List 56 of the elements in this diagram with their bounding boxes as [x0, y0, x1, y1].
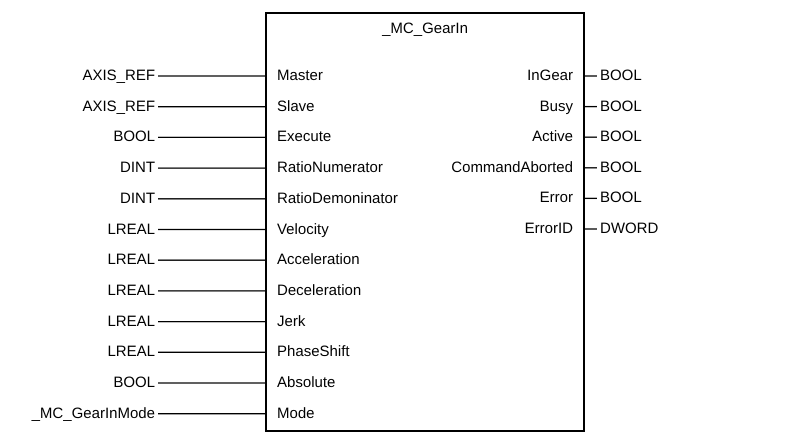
connector-line: [158, 228, 267, 230]
connector-line: [583, 136, 597, 138]
connector-line: [583, 198, 597, 200]
data-type-label: LREAL: [107, 249, 158, 272]
input-pin-label: Busy: [540, 96, 583, 118]
data-type-label: AXIS_REF: [82, 96, 158, 118]
connector-line: [158, 413, 267, 414]
connector-line: [158, 320, 267, 322]
connector-line: [583, 167, 597, 168]
input-pin-label: CommandAborted: [451, 156, 583, 179]
input-pin-label: ErrorID: [524, 218, 583, 240]
data-type-label: DWORD: [597, 218, 658, 240]
connector-line: [158, 75, 267, 77]
connector-line: [583, 75, 597, 77]
data-type-label: LREAL: [107, 218, 158, 240]
input-pin-label: Slave: [267, 96, 315, 118]
connector-line: [158, 167, 267, 169]
input-pin-label: RatioNumerator: [267, 157, 383, 180]
data-type-label: DINT: [120, 157, 158, 180]
connector-line: [158, 136, 267, 138]
data-type-label: LREAL: [107, 341, 158, 364]
function-block: [265, 12, 585, 432]
input-pin-label: Error: [540, 187, 583, 210]
input-pin-label: Active: [532, 126, 583, 148]
connector-line: [158, 290, 267, 292]
connector-line: [158, 260, 267, 261]
input-pin-label: Acceleration: [267, 249, 360, 272]
input-pin-label: RatioDemoninator: [267, 188, 398, 210]
data-type-label: BOOL: [597, 187, 642, 210]
data-type-label: BOOL: [113, 372, 158, 394]
connector-line: [158, 382, 267, 384]
data-type-label: AXIS_REF: [82, 65, 158, 87]
input-pin-label: Deceleration: [267, 280, 362, 302]
data-type-label: BOOL: [597, 65, 642, 87]
data-type-label: BOOL: [597, 156, 642, 179]
connector-line: [583, 228, 597, 230]
input-pin-label: Master: [267, 65, 323, 87]
data-type-label: LREAL: [107, 310, 158, 333]
block-title: _MC_GearIn: [380, 20, 469, 37]
data-type-label: BOOL: [597, 126, 642, 148]
connector-line: [158, 352, 267, 353]
data-type-label: DINT: [120, 188, 158, 210]
connector-line: [583, 106, 597, 108]
input-pin-label: Jerk: [267, 310, 306, 333]
input-pin-label: PhaseShift: [267, 341, 350, 364]
input-pin-label: Mode: [267, 402, 315, 425]
connector-line: [158, 198, 267, 200]
input-pin-label: Execute: [267, 126, 332, 148]
input-pin-label: Velocity: [267, 218, 329, 240]
connector-line: [158, 106, 267, 108]
input-pin-label: Absolute: [267, 372, 336, 394]
data-type-label: BOOL: [113, 126, 158, 148]
data-type-label: _MC_GearInMode: [32, 402, 158, 425]
data-type-label: LREAL: [107, 280, 158, 302]
input-pin-label: InGear: [527, 65, 583, 87]
data-type-label: BOOL: [597, 96, 642, 118]
